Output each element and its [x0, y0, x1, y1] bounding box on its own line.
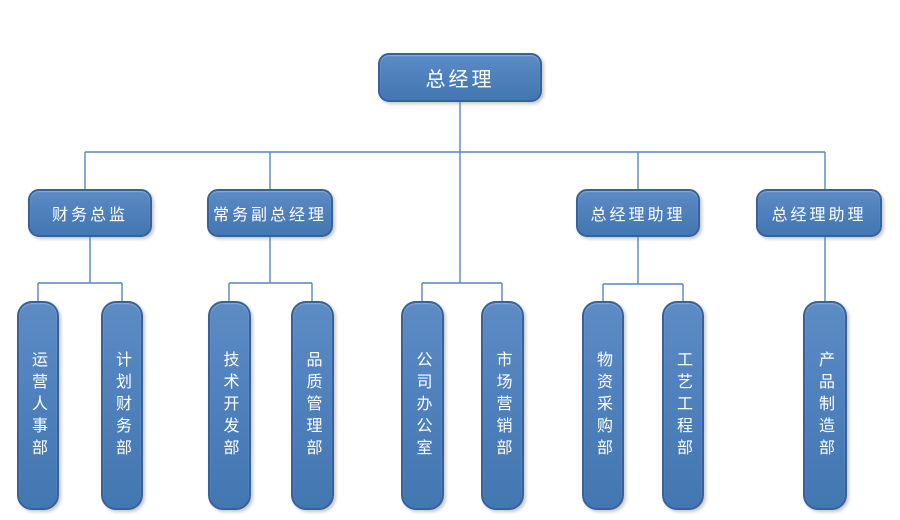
org-node-process-engineering-dept[interactable]: 工艺工程部 [662, 301, 704, 510]
org-node-operations-hr-dept[interactable]: 运营人事部 [17, 301, 59, 510]
org-node-finance-director[interactable]: 财务总监 [28, 189, 152, 237]
org-node-label: 产品制造部 [816, 350, 835, 461]
org-node-label: 总经理助理 [771, 205, 867, 224]
org-node-gm-assistant-1[interactable]: 总经理助理 [576, 189, 700, 237]
org-node-company-office[interactable]: 公司办公室 [401, 301, 444, 510]
org-node-label: 财务总监 [51, 205, 128, 224]
org-node-label: 工艺工程部 [674, 350, 693, 461]
org-node-marketing-dept[interactable]: 市场营销部 [481, 301, 524, 510]
org-node-label: 市场营销部 [493, 350, 513, 461]
org-node-label: 物资采购部 [594, 350, 613, 461]
org-node-product-manufacturing-dept[interactable]: 产品制造部 [803, 301, 847, 510]
org-node-label: 公司办公室 [413, 350, 433, 461]
org-node-quality-management-dept[interactable]: 品质管理部 [291, 301, 334, 510]
connector-path [37, 102, 826, 301]
org-node-general-manager[interactable]: 总经理 [378, 53, 542, 102]
org-node-executive-deputy-gm[interactable]: 常务副总经理 [207, 189, 333, 237]
org-node-planning-finance-dept[interactable]: 计划财务部 [101, 301, 143, 510]
org-node-technology-development-dept[interactable]: 技术开发部 [208, 301, 251, 510]
org-node-label: 总经理助理 [590, 205, 686, 224]
org-node-label: 常务副总经理 [212, 205, 327, 224]
org-node-gm-assistant-2[interactable]: 总经理助理 [756, 189, 882, 237]
org-node-label: 品质管理部 [303, 350, 323, 461]
org-node-label: 技术开发部 [220, 350, 240, 461]
org-node-materials-procurement-dept[interactable]: 物资采购部 [582, 301, 624, 510]
org-node-label: 运营人事部 [29, 350, 48, 461]
org-node-label: 计划财务部 [113, 350, 132, 461]
org-node-label: 总经理 [425, 67, 495, 91]
